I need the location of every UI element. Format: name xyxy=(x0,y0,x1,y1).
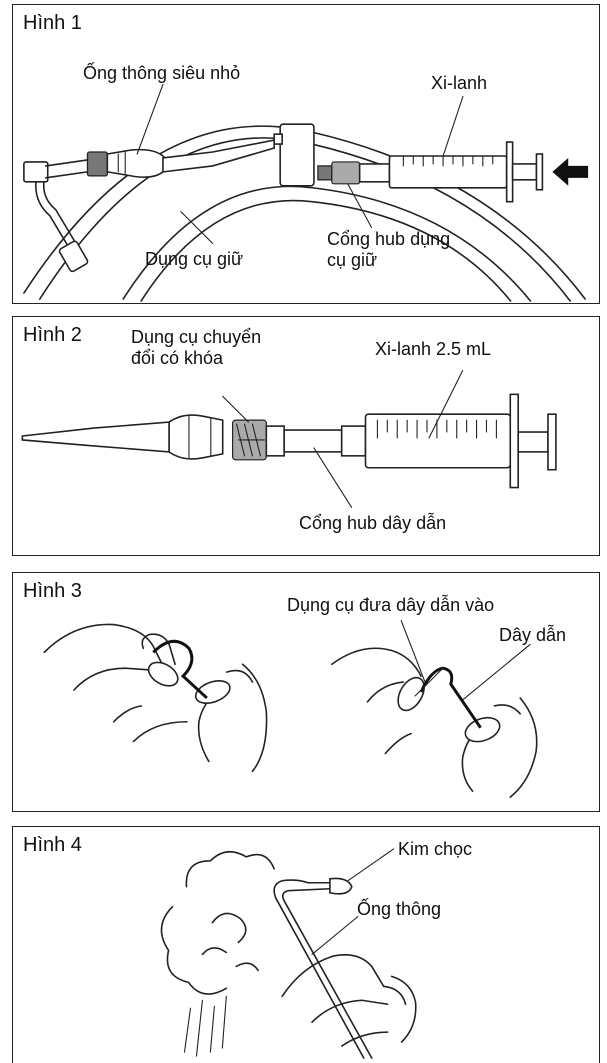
guidewire-hub-port xyxy=(284,430,342,452)
holder-hub-port-label: Cổng hub dụng cụ giữ xyxy=(327,229,450,271)
leader-microcatheter xyxy=(137,84,163,154)
locking-adapter-label: Dụng cụ chuyển đổi có khóa xyxy=(131,327,261,369)
syringe-1 xyxy=(318,142,542,202)
push-arrow xyxy=(552,158,588,186)
guidewire-introducer-label: Dụng cụ đưa dây dẫn vào xyxy=(287,595,494,616)
figure-2-panel: Hình 2 Dụng cụ chuyển đổi có khóa Xi-lan… xyxy=(12,316,600,556)
stylet-label: Kim chọc xyxy=(398,839,472,860)
figure-1-panel: Hình 1 Ống thông siêu nhỏ Xi-lanh Dụng c… xyxy=(12,4,600,304)
figure-1-title: Hình 1 xyxy=(23,13,82,33)
microcatheter-label: Ống thông siêu nhỏ xyxy=(83,63,240,84)
leader-guidewire-introducer xyxy=(401,621,425,682)
spray-cloud xyxy=(162,852,275,1056)
microcatheter-body xyxy=(46,134,282,178)
leader-catheter xyxy=(312,917,358,955)
leader-guidewire xyxy=(463,644,530,700)
figure-3-title: Hình 3 xyxy=(23,581,82,601)
guidewire-label: Dây dẫn xyxy=(499,625,566,646)
leader-stylet xyxy=(348,849,394,881)
catheter-tip xyxy=(22,415,222,459)
leader-locking-adapter xyxy=(223,396,249,422)
figure-4-illustration xyxy=(13,827,599,1063)
leader-guidewire-hub xyxy=(314,448,352,508)
leader-holder-hub xyxy=(348,184,372,228)
figure-2-title: Hình 2 xyxy=(23,325,82,345)
figure-3-panel: Hình 3 Dụng cụ đưa dây dẫn vào Dây dẫn xyxy=(12,572,600,812)
figure-4-panel: Hình 4 Kim chọc Ống thông xyxy=(12,826,600,1063)
syringe-2 xyxy=(342,394,556,487)
holder-label: Dụng cụ giữ xyxy=(145,249,243,270)
catheter-label: Ống thông xyxy=(357,899,441,920)
hands-left xyxy=(44,624,266,771)
hands-right xyxy=(332,648,537,797)
figure-4-title: Hình 4 xyxy=(23,835,82,855)
holder-clip xyxy=(280,124,314,186)
syringe-2-label: Xi-lanh 2.5 mL xyxy=(375,339,491,360)
figure-1-illustration xyxy=(13,5,599,303)
leader-syringe xyxy=(443,96,463,156)
catheter-distal-bend xyxy=(24,162,89,273)
guidewire-hub-port-label: Cổng hub dây dẫn xyxy=(299,513,446,534)
syringe-label: Xi-lanh xyxy=(431,73,487,94)
locking-adapter xyxy=(233,420,285,460)
